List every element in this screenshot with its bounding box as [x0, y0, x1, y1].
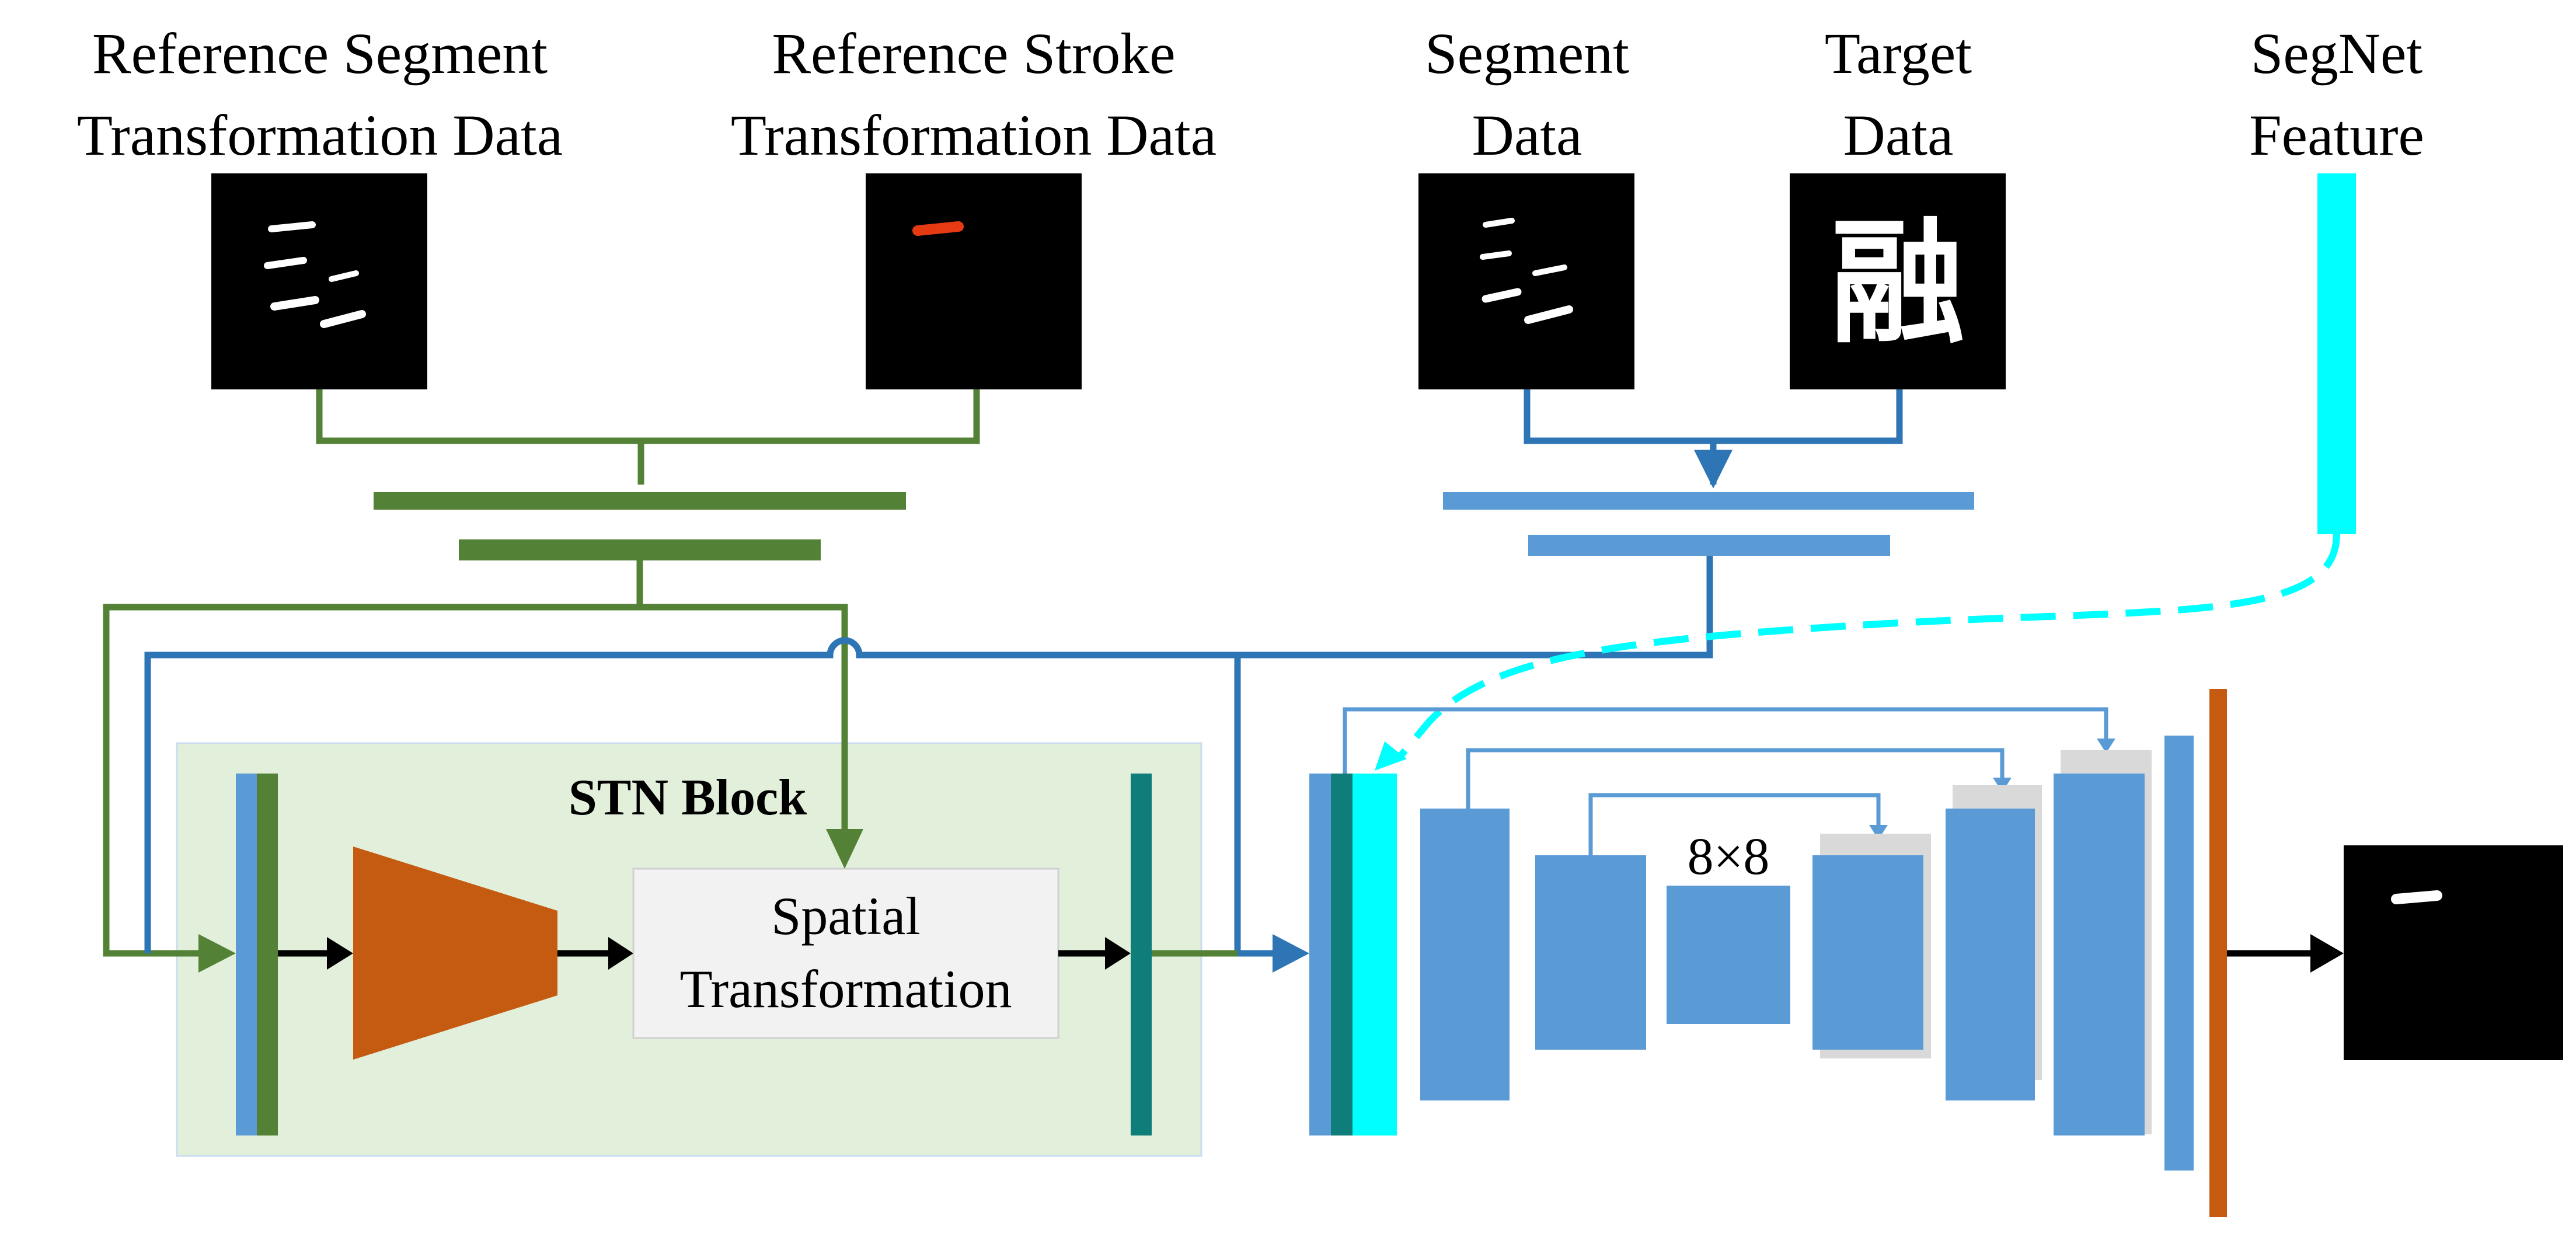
green-arrow-to-spatial-transform [826, 829, 863, 869]
ref-segment-label-line1: Reference Segment [92, 21, 548, 86]
data-merge-lines [1524, 389, 1903, 489]
skip-arrow-2 [1993, 778, 2012, 792]
cyan-arrow-head [1375, 741, 1407, 771]
segment-data-label-line2: Data [1472, 103, 1582, 168]
blue-arrow-to-unet [1273, 934, 1309, 973]
unet-decoder-block-1 [1812, 855, 1923, 1050]
target-glyph: 融 [1831, 210, 1965, 359]
skip-arrow-3 [1869, 825, 1888, 840]
unet-bottleneck-block [1667, 886, 1790, 1024]
skip-arrow-1 [2097, 739, 2115, 753]
unet-encoder-block-1 [1420, 809, 1510, 1100]
unet-decoder-block-3 [2054, 774, 2145, 1135]
data-encoder-layer-1 [1443, 492, 1974, 510]
segnet-feature-bar [2317, 173, 2356, 534]
output-image [2344, 845, 2563, 1060]
stn-flow-arrows [278, 937, 1131, 970]
reference-encoder-layer-2 [459, 539, 821, 560]
stn-output-bar [1131, 774, 1152, 1135]
target-data-image: 融 [1790, 173, 2006, 389]
output-arrow-head [2310, 934, 2344, 973]
data-to-stn-lines [144, 556, 1713, 953]
spatial-transformation-label-line1: Spatial [771, 886, 921, 946]
unet-output-orange-bar [2209, 689, 2227, 1217]
reference-merge-lines [316, 389, 980, 485]
target-data-label-line1: Target [1825, 21, 1972, 86]
ref-stroke-label-line1: Reference Stroke [772, 21, 1175, 86]
stn-localization-network [353, 847, 557, 1060]
unet-input-cyan-bar [1353, 774, 1397, 1135]
spatial-transformation-label-line2: Transformation [679, 959, 1012, 1019]
unet-output-blue-bar [2164, 736, 2194, 1171]
unet-input-blue-bar [1309, 774, 1331, 1135]
unet-decoder-block-2 [1946, 809, 2035, 1100]
reference-encoder-layer-1 [374, 492, 906, 510]
stn-input-blue-bar [236, 774, 257, 1135]
ref-stroke-label-line2: Transformation Data [731, 103, 1216, 168]
ref-segment-image [211, 173, 427, 389]
ref-segment-label-line2: Transformation Data [77, 103, 563, 168]
ref-stroke-image [866, 173, 1082, 389]
segnet-feature-connector [1395, 534, 2340, 761]
data-encoder-layer-2 [1528, 535, 1890, 556]
segment-data-image [1418, 173, 1634, 389]
stn-block-title: STN Block [569, 769, 807, 826]
segnet-feature-label-line2: Feature [2249, 103, 2424, 168]
unet-encoder-block-2 [1535, 855, 1646, 1050]
green-arrow-to-stn-input [198, 934, 236, 973]
unet-skip-connections [1343, 707, 2108, 855]
reference-to-stn-lines [103, 560, 848, 957]
segment-data-label-line1: Segment [1425, 21, 1629, 86]
segnet-feature-label-line1: SegNet [2251, 21, 2423, 86]
target-data-label-line2: Data [1843, 103, 1954, 168]
stn-input-green-bar [257, 774, 278, 1135]
bottleneck-size-label: 8×8 [1688, 828, 1770, 886]
unet-input-teal-bar [1331, 774, 1353, 1135]
